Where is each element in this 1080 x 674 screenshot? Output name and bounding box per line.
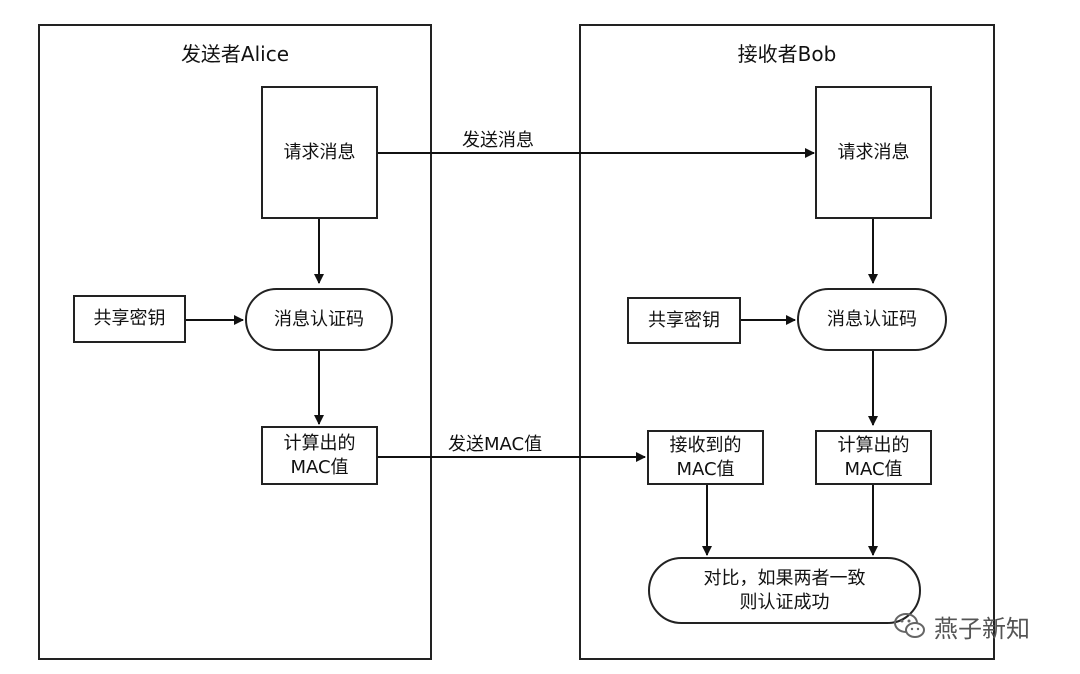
receiver-mac-algorithm: 消息认证码 xyxy=(797,288,947,351)
receiver-shared-key: 共享密钥 xyxy=(627,297,741,344)
receiver-request-message: 请求消息 xyxy=(815,86,932,219)
sender-computed-mac: 计算出的 MAC值 xyxy=(261,426,378,485)
sender-shared-key: 共享密钥 xyxy=(73,295,186,343)
send-mac-label: 发送MAC值 xyxy=(448,434,543,455)
sender-title: 发送者Alice xyxy=(180,42,290,66)
receiver-title: 接收者Bob xyxy=(737,42,837,66)
receiver-computed-mac: 计算出的 MAC值 xyxy=(815,430,932,485)
send-message-label: 发送消息 xyxy=(462,130,534,151)
watermark-text: 燕子新知 xyxy=(934,614,1030,643)
receiver-compare-result: 对比，如果两者一致 则认证成功 xyxy=(648,557,921,624)
wechat-icon xyxy=(894,613,925,638)
sender-request-message: 请求消息 xyxy=(261,86,378,219)
watermark: 燕子新知 xyxy=(892,608,1030,644)
sender-panel: 发送者Alice xyxy=(38,24,432,660)
sender-mac-algorithm: 消息认证码 xyxy=(245,288,393,351)
receiver-panel: 接收者Bob xyxy=(579,24,995,660)
receiver-received-mac: 接收到的 MAC值 xyxy=(647,430,764,485)
